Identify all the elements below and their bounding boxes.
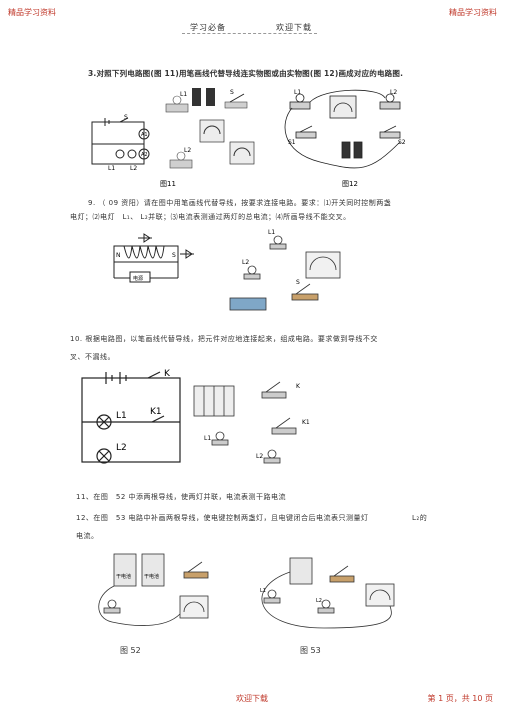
q9-switch	[291, 293, 319, 301]
q9-label-l1: L1	[268, 229, 275, 236]
q10-obj-lamp-l1	[211, 439, 229, 446]
fig11-caption: 图11	[160, 180, 176, 188]
q9-label-l2: L2	[242, 259, 249, 266]
fig12-objects	[284, 89, 401, 169]
q10-obj-label-k1: K1	[302, 419, 310, 426]
q10-label-k: K	[164, 369, 171, 379]
fig11-label-s: S	[124, 114, 128, 121]
q10-obj-switch-k1	[271, 427, 297, 435]
q10-obj-label-l1: L1	[204, 435, 211, 442]
fig52-ammeter	[179, 595, 209, 619]
electromagnet	[113, 245, 179, 263]
watermark-right: 精品学习资料	[449, 8, 497, 17]
fig11-lamp-l1-object	[165, 95, 189, 113]
fig12-label-l1: L1	[294, 89, 301, 96]
fig53-lamp-l1	[263, 597, 281, 604]
power-source	[129, 271, 151, 283]
fig53-label-l2: L2	[316, 598, 322, 604]
fig52-caption: 图 52	[120, 646, 141, 655]
fig53-lamp-l2	[317, 607, 335, 614]
q9-lamp-l1	[269, 243, 287, 250]
fig11-ammeter-a1	[138, 128, 150, 140]
fig11-circuit-loop	[91, 121, 145, 165]
q9-ammeter	[305, 251, 341, 279]
q10-obj-lamp-l2	[263, 457, 281, 464]
fig11-label-a2: A2	[141, 152, 148, 158]
fig11-ammeter-objects	[199, 119, 255, 165]
figure-q10-diagram: K L1 K1 L2 K K1 L1 L2	[81, 369, 310, 464]
fig12-label-s2: S2	[398, 139, 406, 146]
fig11-lamp-l2	[127, 149, 137, 159]
q10-obj-label-l2: L2	[256, 453, 263, 460]
fig12-label-s1: S1	[288, 139, 296, 146]
question-12-line-1: 12、在图 53 电路中补画两根导线，使电键控制两盏灯，且电键闭合后电流表只测量…	[76, 514, 369, 522]
fig12-caption: 图12	[342, 180, 358, 188]
magnet-label-n: N	[116, 252, 121, 259]
figure-q9-diagram: N S 电源 L1 L2 S	[113, 229, 341, 311]
question-12-line-1-end: L₂的	[412, 514, 428, 522]
fig52-battery-label-1: 干电池	[116, 573, 131, 580]
fig11-lamp-l2-object	[169, 151, 193, 169]
question-11-text: 11、在图 52 中添两根导线，使两灯并联，电流表测干路电流	[76, 493, 287, 501]
fig53-battery	[289, 557, 313, 585]
fig11-label-a1: A1	[141, 132, 148, 138]
fig11-obj-label-l1: L1	[180, 91, 187, 98]
q10-obj-switch-k	[261, 391, 287, 399]
q9-battery	[229, 297, 267, 311]
q10-label-l1: L1	[116, 411, 127, 421]
q10-switch-k1	[151, 415, 165, 423]
fig53-label-l1: L1	[260, 588, 266, 594]
fig52-switch	[183, 571, 209, 579]
fig11-obj-label-l2: L2	[184, 147, 191, 154]
power-label: 电源	[133, 275, 143, 282]
fig11-label-l1: L1	[108, 165, 115, 172]
fig11-lamp-l1	[115, 149, 125, 159]
question-10-line-1: 10. 根据电路图，以笔画线代替导线，把元件对应地连接起来，组成电路。要求做到导…	[70, 335, 378, 343]
fig52-battery-1	[113, 553, 137, 587]
fig11-battery-pack	[192, 88, 215, 106]
header-divider	[182, 33, 317, 34]
question-10-line-2: 叉、不漏线。	[70, 353, 115, 361]
fig53-ammeter	[365, 583, 395, 607]
fig52-battery-label-2: 干电池	[144, 573, 159, 580]
q10-lamp-l1	[96, 414, 112, 430]
fig11-ammeter-a2	[138, 148, 150, 160]
q10-lamp-l2	[96, 448, 112, 464]
fig52-battery-2	[141, 553, 165, 587]
q9-label-s: S	[296, 279, 300, 286]
watermark-left: 精品学习资料	[8, 8, 56, 17]
page-number: 第 1 页，共 10 页	[427, 694, 493, 703]
fig53-switch	[329, 575, 355, 583]
figure-52-53-diagram: 干电池 干电池 L1 L2	[98, 553, 395, 629]
fig52-lamp	[103, 607, 121, 614]
q10-switch-k	[147, 371, 161, 379]
header-study-text: 学习必备	[190, 23, 226, 32]
figure-11-12-diagram: S L1 L2 A1 A2 L1 S L2 图11 L1 L2 S1	[91, 88, 406, 188]
q9-lamp-l2	[243, 273, 261, 280]
footer-welcome-text: 欢迎下载	[236, 694, 268, 703]
question-9-line-2: 电灯；⑵电灯 L₁、 L₂并联；⑶电流表测通过两灯的总电流；⑷所画导线不能交叉。	[70, 213, 351, 221]
header-welcome-text: 欢迎下载	[276, 23, 312, 32]
q10-obj-label-k: K	[296, 383, 301, 390]
q10-label-k1: K1	[150, 407, 162, 417]
fig11-label-l2: L2	[130, 165, 137, 172]
question-12-line-2: 电流。	[76, 532, 99, 540]
question-3-text: 3.对照下列电路图(图 11)用笔画线代替导线连实物图或由实物图(图 12)画成…	[88, 69, 404, 78]
q10-label-l2: L2	[116, 443, 127, 453]
fig53-caption: 图 53	[300, 646, 321, 655]
fig11-switch-object	[224, 93, 248, 109]
magnet-label-s: S	[172, 252, 176, 259]
question-9-line-1: 9. （ 09 资阳）请在图中用笔画线代替导线，按要求连接电路。要求：⑴开关同时…	[88, 199, 392, 207]
fig12-label-l2: L2	[390, 89, 397, 96]
q10-circuit-loop	[81, 377, 181, 463]
fig11-obj-label-s: S	[230, 89, 234, 96]
